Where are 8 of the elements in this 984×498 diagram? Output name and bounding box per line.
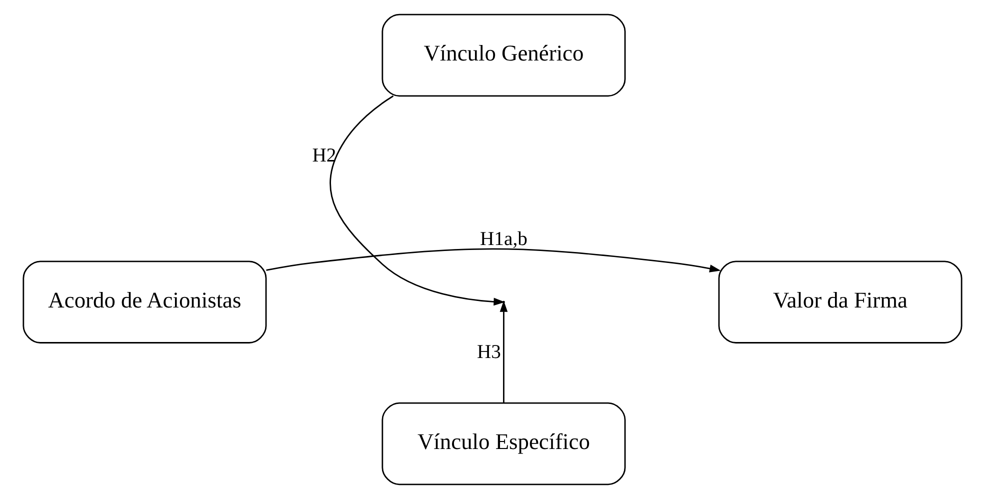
node-box: Valor da Firma (718, 260, 962, 343)
arrow (266, 248, 720, 272)
edge-label: H2 (312, 144, 336, 166)
node-box: Acordo de Acionistas (22, 260, 266, 343)
edge-label: H1a,b (480, 228, 527, 250)
edge-label: H3 (476, 342, 500, 363)
node-box: Vínculo Genérico (381, 13, 626, 96)
node-box: Vínculo Específico (381, 402, 626, 485)
